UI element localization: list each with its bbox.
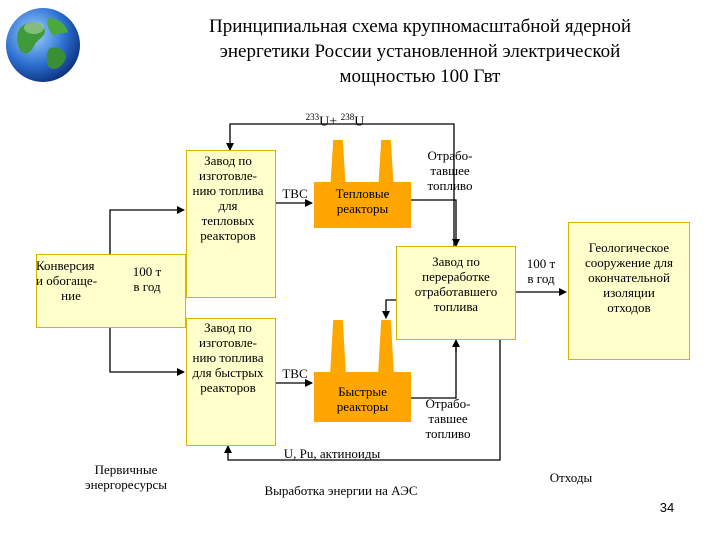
conversion-line-3: ние <box>61 288 81 303</box>
arrow-spent-bottom <box>411 339 460 399</box>
title-line-3: мощностью 100 Гвт <box>339 66 501 87</box>
fast-reactor-tower-2 <box>378 320 394 376</box>
u238-mass: 238 <box>340 112 355 122</box>
geological-line-5: отходов <box>607 300 651 315</box>
geological-line-1: Геологическое <box>588 240 670 255</box>
thermal-plant-line-3: нию топлива <box>192 183 264 198</box>
geological-line-3: окончательной <box>588 270 670 285</box>
reprocessing-line-1: Завод по <box>432 254 480 269</box>
thermal-plant-line-2: изготовле- <box>199 168 257 183</box>
conversion-line-1: Конверсия <box>36 258 95 273</box>
reprocessing-line-3: отработавшего <box>414 284 498 299</box>
u233-symbol: U+ <box>319 114 341 130</box>
geological-line-4: изоляции <box>603 285 655 300</box>
spent-top-line-2: тавшее <box>430 163 470 178</box>
spent-bottom-line-2: тавшее <box>428 411 468 426</box>
primary-line-2: энергоресурсы <box>84 477 167 492</box>
conversion-flow-line-1: 100 т <box>132 264 162 279</box>
reprocessing-flow-label: 100 т в год <box>518 256 564 286</box>
u238-symbol: U <box>354 114 365 130</box>
thermal-plant-line-5: тепловых <box>201 213 255 228</box>
thermal-plant-line-6: реакторов <box>200 228 256 243</box>
arrow-spent-top <box>411 199 460 247</box>
thermal-reactor-tower-1 <box>330 140 346 192</box>
npp-energy-label: Выработка энергии на АЭС <box>264 483 418 498</box>
fast-plant-line-2: изготовле- <box>199 335 257 350</box>
fast-reactors-line-1: Быстрые <box>338 384 387 399</box>
fast-plant-line-5: реакторов <box>200 380 256 395</box>
spent-top-line-1: Отрабо- <box>427 148 473 163</box>
reprocessing-plant-box <box>396 246 516 340</box>
thermal-reactors-line-1: Тепловые <box>335 186 390 201</box>
primary-line-1: Первичные <box>94 462 158 477</box>
conversion-label: Конверсия и обогаще- ние <box>36 258 126 303</box>
arrow-conv-to-fast <box>109 328 185 376</box>
thermal-fuel-plant-label: Завод по изготовле- нию топлива для тепл… <box>180 153 276 243</box>
geological-repository-box <box>568 222 690 360</box>
arrow-top-recycle <box>226 123 455 255</box>
spent-fuel-bottom-label: Отрабо- тавшее топливо <box>412 396 484 441</box>
title-line-1: Принципиальная схема крупномасштабной яд… <box>208 16 632 37</box>
arrow-conv-to-thermal <box>109 206 185 254</box>
geological-line-2: сооружение для <box>584 255 674 270</box>
fast-reactor-tower-1 <box>330 320 346 376</box>
spent-top-line-3: топливо <box>427 178 473 193</box>
thermal-plant-line-4: для <box>218 198 238 213</box>
waste-label: Отходы <box>549 470 593 485</box>
fast-plant-line-1: Завод по <box>204 320 252 335</box>
thermal-plant-line-1: Завод по <box>204 153 252 168</box>
u233-mass: 233 <box>305 112 320 122</box>
fast-plant-line-3: нию топлива <box>192 350 264 365</box>
reprocessing-line-4: топлива <box>433 299 479 314</box>
thermal-reactors-line-2: реакторы <box>336 201 389 216</box>
fast-fuel-plant-box <box>186 318 276 446</box>
thermal-reactors-label: Тепловые реакторы <box>314 186 411 216</box>
geological-repository-label: Геологическое сооружение для окончательн… <box>568 240 690 315</box>
primary-resources-label: Первичные энергоресурсы <box>66 462 186 492</box>
fast-reactors-block <box>314 372 411 422</box>
diagram-title: Принципиальная схема крупномасштабной яд… <box>150 14 690 89</box>
conversion-box <box>36 254 186 328</box>
conversion-flow-label: 100 т в год <box>126 264 168 294</box>
fast-fuel-plant-label: Завод по изготовле- нию топлива для быст… <box>180 320 276 395</box>
reprocessing-plant-label: Завод по переработке отработавшего топли… <box>396 254 516 314</box>
title-line-2: энергетики России установленной электрич… <box>219 41 621 62</box>
thermal-reactors-block <box>314 182 411 228</box>
globe-icon <box>4 6 82 84</box>
fast-plant-line-4: для быстрых <box>192 365 264 380</box>
tvs-top-label: ТВС <box>282 186 308 201</box>
spent-fuel-top-label: Отрабо- тавшее топливо <box>414 148 486 193</box>
conversion-line-2: и обогаще- <box>36 273 98 288</box>
spent-bottom-line-1: Отрабо- <box>425 396 471 411</box>
conversion-flow-line-2: в год <box>133 279 161 294</box>
recycle-label: U, Pu, актиноиды <box>283 446 381 461</box>
thermal-reactor-tower-2 <box>378 140 394 192</box>
reprocessing-line-2: переработке <box>422 269 490 284</box>
repro-flow-line-1: 100 т <box>526 256 556 271</box>
tvs-bottom-label: ТВС <box>282 366 308 381</box>
spent-bottom-line-3: топливо <box>425 426 471 441</box>
page-number: 34 <box>659 500 675 515</box>
fast-reactors-line-2: реакторы <box>336 399 389 414</box>
uranium-feed-label: 233U+ 238U <box>295 110 375 130</box>
repro-flow-line-2: в год <box>527 271 555 286</box>
thermal-fuel-plant-box <box>186 150 276 298</box>
arrow-bottom-recycle <box>224 340 501 461</box>
fast-reactors-label: Быстрые реакторы <box>314 384 411 414</box>
